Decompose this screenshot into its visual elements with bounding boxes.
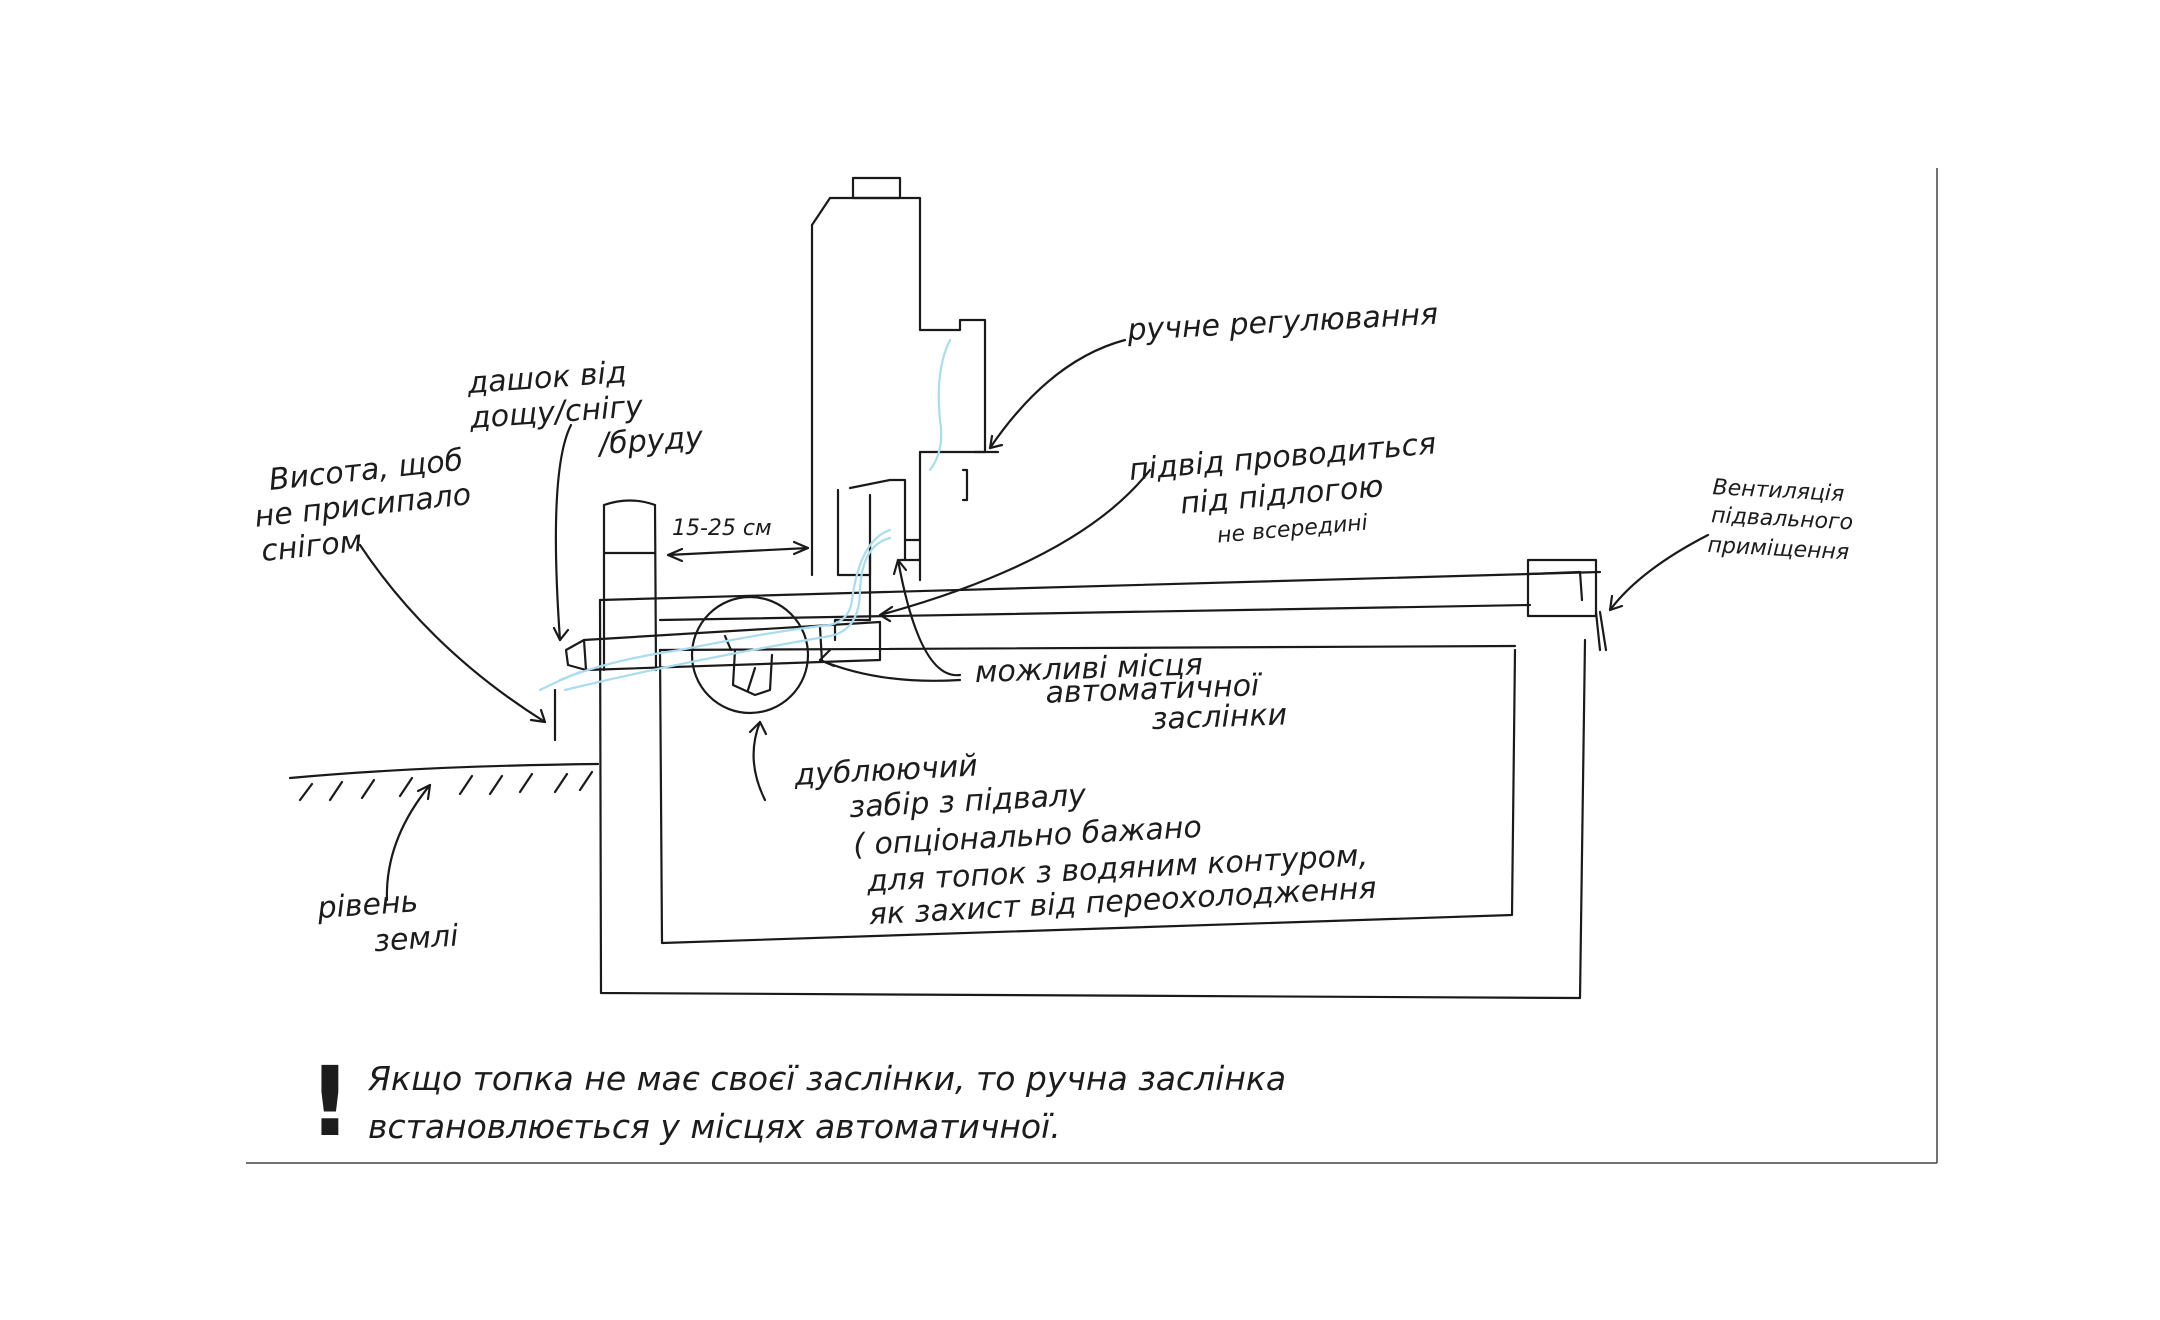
label-auto-damper-line-1: можливі місця: [974, 647, 1203, 690]
note: ! Якщо топка не має своєї заслінки, то р…: [308, 1046, 1286, 1158]
airflow: [538, 338, 952, 692]
label-height: Висота, щоб не присипало снігом: [253, 443, 473, 569]
label-supply: підвід проводиться під підлогою не всере…: [1128, 426, 1438, 548]
note-mark: !: [308, 1046, 352, 1158]
label-ground-level: рівень землі: [315, 884, 460, 959]
label-canopy: дашок від дощу/снігу /бруду: [465, 355, 705, 462]
intake-pipe: [602, 499, 658, 672]
label-gap: 15-25 см: [672, 516, 772, 541]
label-manual-regulation: ручне регулювання: [1126, 297, 1439, 348]
furnace: [810, 176, 1000, 642]
label-auto-damper: можливі місця автоматичної заслінки: [974, 647, 1288, 737]
label-ventilation-line-2: підвального: [1711, 503, 1854, 535]
note-line-2: встановлюється у місцях автоматичної.: [368, 1107, 1061, 1146]
sheet-frame: [246, 168, 1938, 1164]
label-ventilation: Вентиляція підвального приміщення: [1707, 475, 1854, 565]
leader-lines: [358, 338, 1710, 902]
basement-vent: [1526, 558, 1608, 652]
label-duplicate-intake: дублюючий забір з підвалу ( опціонально …: [793, 748, 1378, 932]
label-auto-damper-line-3: заслінки: [1151, 697, 1288, 737]
ground-line: [288, 762, 600, 802]
label-ventilation-line-1: Вентиляція: [1712, 475, 1845, 507]
label-ground-level-line-1: рівень: [315, 884, 419, 926]
gap-dimension: [666, 540, 810, 563]
label-auto-damper-line-2: автоматичної: [1045, 668, 1264, 711]
label-canopy-line-3: /бруду: [595, 420, 705, 462]
basement-walls: [598, 570, 1602, 1000]
label-ground-level-line-2: землі: [373, 918, 460, 959]
note-line-1: Якщо топка не має своєї заслінки, то руч…: [367, 1059, 1286, 1098]
label-ventilation-line-3: приміщення: [1707, 533, 1850, 565]
horizontal-duct: [564, 595, 882, 715]
